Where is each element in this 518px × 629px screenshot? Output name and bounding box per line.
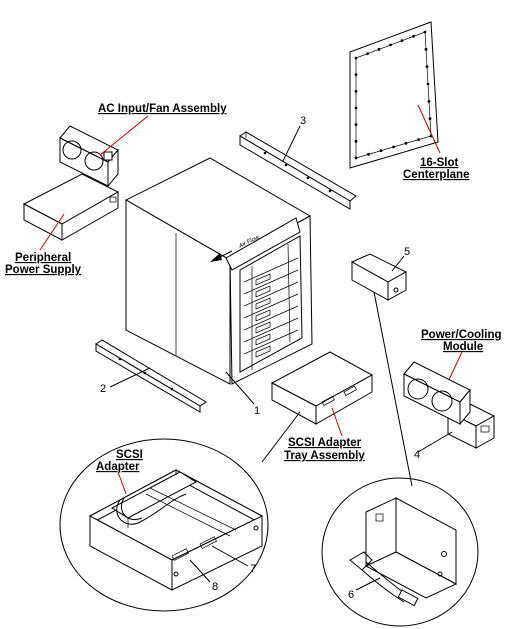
callout-5: 5: [404, 246, 410, 258]
centerplane-screw: [427, 99, 431, 103]
centerplane-screw: [367, 152, 370, 156]
callout-6-leader: [355, 577, 381, 591]
ac-input-fan-label: AC Input/Fan Assembly: [98, 103, 227, 115]
card-slot: [243, 329, 299, 355]
card-slot-module: [255, 309, 271, 322]
callout-8-leader: [189, 559, 211, 583]
card-slot: [243, 257, 299, 283]
scsi-adapter-zoom-circle: [59, 438, 269, 612]
centerplane-screw: [354, 123, 358, 127]
centerplane-screw: [354, 73, 358, 77]
callout-5-leader: [391, 255, 405, 272]
centerplane-screw: [379, 149, 383, 153]
peripheral-power-label-line2: Power Supply: [5, 264, 82, 276]
card-slot-module: [255, 333, 271, 346]
ac-input-fan-assembly: [59, 125, 119, 188]
scsi-adapter-label-line1: SCSI: [116, 449, 143, 461]
centerplane-screw: [417, 138, 420, 142]
callout-7: 7: [250, 563, 256, 575]
callout-7-leader: [211, 545, 249, 567]
power-cooling-module: [403, 361, 496, 449]
centerplane-screw: [404, 141, 408, 145]
scsi-tray-label-line2: Tray Assembly: [284, 450, 365, 462]
centerplane-leader: [417, 104, 441, 154]
ac-input-fan-leader: [99, 115, 149, 156]
centerplane-screw: [425, 65, 429, 69]
callout-1-leader: [225, 371, 255, 405]
centerplane-screw: [354, 156, 358, 160]
centerplane-label-line2: Centerplane: [403, 169, 469, 181]
card-slot-module: [255, 273, 271, 286]
zoom-connector-left: [261, 411, 301, 463]
centerplane-screw: [354, 139, 358, 143]
callout-6: 6: [348, 589, 354, 601]
centerplane-screw: [423, 30, 427, 34]
scsi-adapter-label-line2: Adapter: [96, 461, 140, 473]
zoom-connector-right: [373, 291, 413, 487]
callout-8: 8: [212, 581, 218, 593]
centerplane-screw: [389, 43, 392, 47]
centerplane-screw: [428, 117, 432, 121]
card-slot: [243, 269, 299, 295]
scsi-adapter-tray: [270, 351, 374, 425]
scsi-adapter-leader: [117, 471, 127, 495]
card-slot-module: [255, 345, 271, 358]
callout-2-leader: [109, 367, 151, 388]
centerplane-label-line1: 16-Slot: [420, 157, 459, 169]
centerplane-panel: [349, 21, 439, 169]
callout-4-leader: [417, 431, 453, 453]
card-slot-module: [255, 285, 271, 298]
centerplane-screw: [354, 106, 358, 110]
card-slot: [243, 317, 299, 343]
card-slot-module: [255, 321, 271, 334]
card-slot-module: [255, 297, 271, 310]
callout-2: 2: [100, 383, 106, 395]
callout-3-leader: [282, 125, 301, 162]
centerplane-screw: [354, 56, 358, 60]
peripheral-power-leader: [39, 213, 65, 251]
peripheral-power-supply: [22, 173, 120, 241]
scsi-tray-label-line1: SCSI Adapter: [288, 437, 362, 449]
callout-3: 3: [300, 115, 306, 127]
centerplane-screw: [366, 52, 369, 56]
peripheral-power-label-line1: Peripheral: [15, 252, 71, 264]
callout-4: 4: [414, 449, 420, 461]
cable-bracket-detail: [349, 497, 458, 607]
centerplane-screw: [377, 47, 381, 51]
scsi-adapter-detail: [88, 469, 264, 591]
cable-zoom-circle: [321, 477, 479, 627]
centerplane-screw: [426, 82, 430, 86]
centerplane-screw: [392, 145, 395, 149]
centerplane-screw: [424, 47, 428, 51]
scsi-tray-leader: [331, 407, 343, 437]
centerplane-screw: [412, 34, 415, 38]
power-cooling-label-line2: Module: [443, 341, 483, 353]
power-cooling-label-line1: Power/Cooling: [421, 329, 502, 341]
module-5: [350, 253, 408, 301]
centerplane-screw: [400, 39, 404, 43]
bottom-rail: [95, 339, 207, 413]
card-cage: Air Flow: [124, 157, 313, 385]
callout-1: 1: [254, 405, 260, 417]
centerplane-screw: [354, 89, 358, 93]
top-rail: [239, 131, 357, 210]
